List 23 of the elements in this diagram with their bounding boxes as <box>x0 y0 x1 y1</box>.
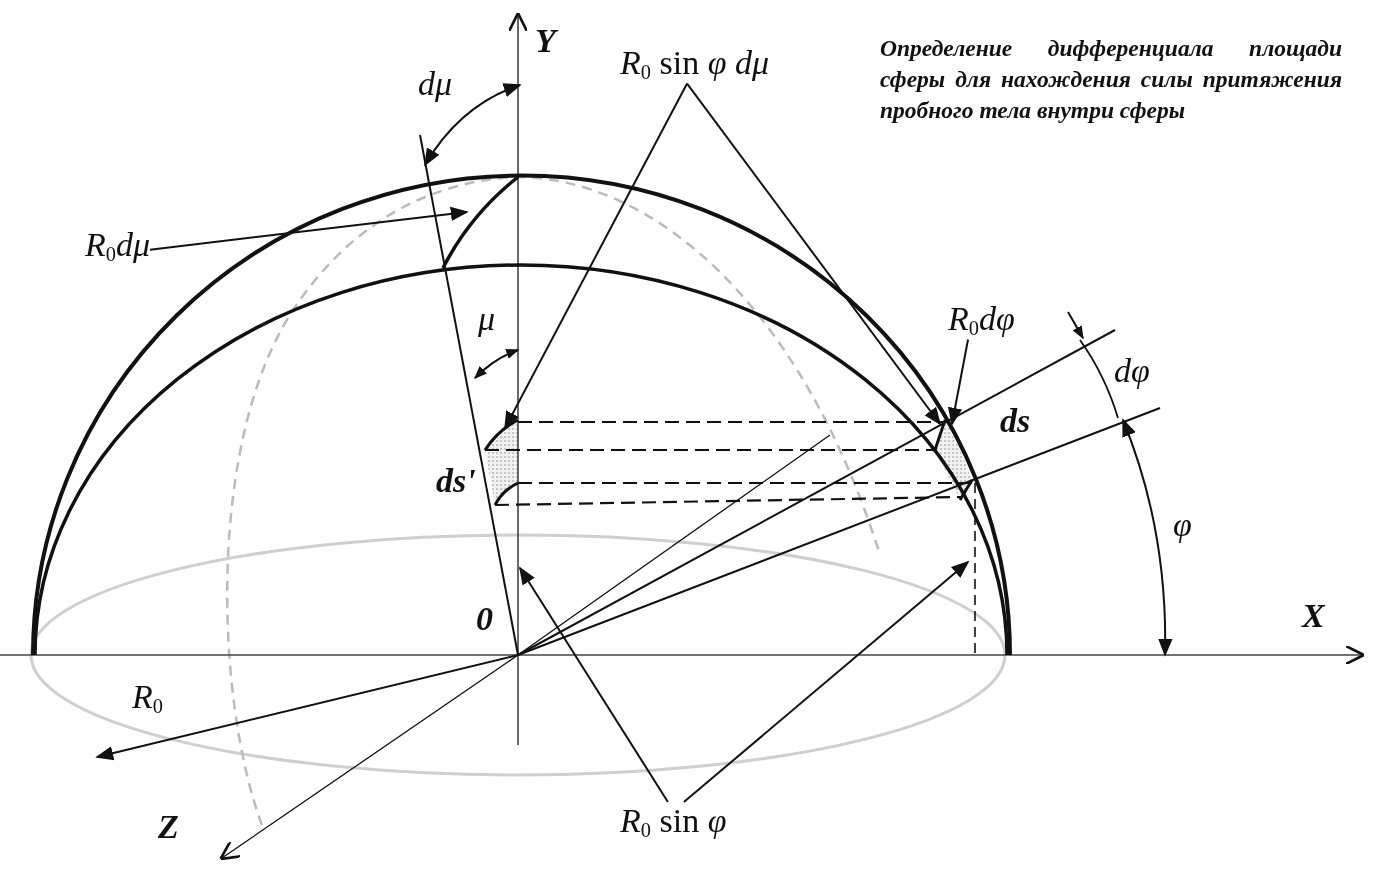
formula-label: R$_{0}$ sin φ <box>620 802 727 842</box>
math-label: μ <box>478 300 496 338</box>
leader-line <box>682 560 970 803</box>
formula-label: R$_{0}$dφ <box>948 300 1015 340</box>
shaded-area <box>485 420 518 505</box>
formula-label: R$_{0}$dμ <box>85 226 151 266</box>
math-label: dφ <box>1114 352 1150 390</box>
leader-line <box>149 206 469 251</box>
leader-line <box>686 82 942 426</box>
arc-element <box>441 175 520 269</box>
math-label: 0 <box>476 600 493 638</box>
math-label: R$_{0}$ <box>132 678 163 718</box>
math-label: dμ <box>418 65 453 103</box>
formula-label: R$_{0}$ sin φ dμ <box>620 44 770 84</box>
area-label: ds' <box>436 462 476 500</box>
leader-line <box>947 338 970 426</box>
math-label: φ <box>1173 506 1192 544</box>
axis-label: X <box>1302 597 1325 635</box>
leader-line <box>519 566 669 803</box>
axis-label: Z <box>158 808 179 846</box>
area-label: ds <box>1000 402 1031 440</box>
leader-line <box>504 82 689 430</box>
caption-note: Определение дифференциала площади сферы для нахождения силы притяжения пробного тела внутри сферы <box>880 34 1342 125</box>
